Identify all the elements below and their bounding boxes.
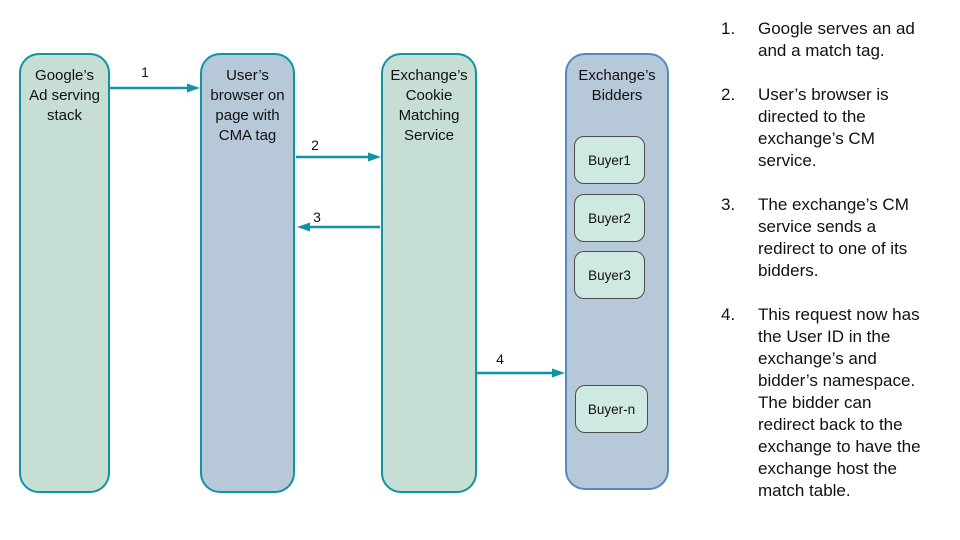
step-number: 3. — [721, 195, 736, 214]
buyer-n-label: Buyer-n — [587, 401, 636, 417]
flow-arrow-label-2: 2 — [311, 137, 319, 153]
node-cookie-matching-service-label: Exchange’s Cookie Matching Service — [390, 67, 468, 144]
step-number: 2. — [721, 85, 736, 104]
step-item-2: 2. User’s browser is directed to the exc… — [721, 84, 953, 172]
flow-arrow-1: 1 — [110, 64, 200, 93]
buyer-2-label: Buyer2 — [588, 210, 631, 226]
buyer-2-box: Buyer2 — [574, 194, 645, 242]
step-item-1: 1. Google serves an ad and a match tag. — [721, 18, 953, 62]
buyer-1-box: Buyer1 — [574, 136, 645, 184]
node-google-ad-stack: Google’s Ad serving stack — [19, 53, 110, 493]
node-exchange-bidders: Exchange’s Bidders Buyer1 Buyer2 Buyer3 … — [565, 53, 669, 490]
buyer-1-label: Buyer1 — [588, 152, 631, 168]
node-exchange-bidders-label: Exchange’s Bidders — [578, 67, 656, 104]
step-text: The exchange’s CM service sends a redire… — [758, 195, 909, 280]
node-cookie-matching-service: Exchange’s Cookie Matching Service — [381, 53, 477, 493]
node-user-browser: User’s browser on page with CMA tag — [200, 53, 295, 493]
flow-arrow-3: 3 — [297, 209, 380, 232]
flow-arrow-4: 4 — [476, 351, 565, 378]
buyer-3-label: Buyer3 — [588, 267, 631, 283]
flow-arrow-label-1: 1 — [141, 64, 149, 80]
flow-arrow-2: 2 — [296, 137, 381, 162]
step-text: User’s browser is directed to the exchan… — [758, 85, 889, 170]
node-user-browser-label: User’s browser on page with CMA tag — [210, 67, 285, 144]
step-item-4: 4. This request now has the User ID in t… — [721, 304, 953, 502]
step-text: Google serves an ad and a match tag. — [758, 19, 915, 60]
flow-arrow-label-4: 4 — [496, 351, 504, 367]
step-number: 1. — [721, 19, 736, 38]
flow-arrow-label-3: 3 — [313, 209, 321, 225]
node-google-ad-stack-label: Google’s Ad serving stack — [29, 67, 100, 124]
buyer-n-box: Buyer-n — [575, 385, 648, 433]
buyer-3-box: Buyer3 — [574, 251, 645, 299]
step-item-3: 3. The exchange’s CM service sends a red… — [721, 194, 953, 282]
step-number: 4. — [721, 305, 736, 324]
step-text: This request now has the User ID in the … — [758, 305, 921, 500]
steps-panel: 1. Google serves an ad and a match tag. … — [721, 18, 953, 524]
